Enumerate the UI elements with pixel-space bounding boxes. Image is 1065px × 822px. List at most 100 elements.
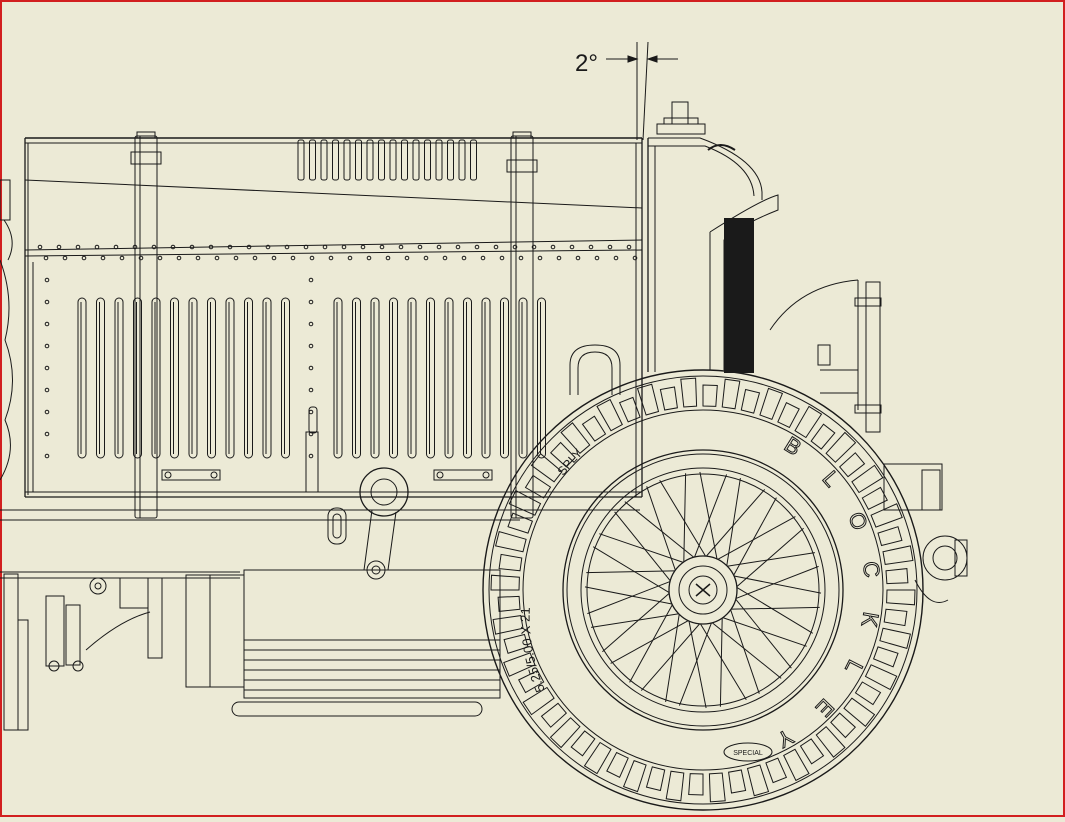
angle-dimension [606,41,678,141]
rivet [227,244,233,250]
tread-block [622,759,647,793]
rivet [461,255,467,261]
tread-block [810,423,836,450]
rivet [44,321,50,327]
rivet [308,409,314,415]
tread-block [494,530,527,553]
tread-block [728,769,747,794]
louvre [370,297,380,459]
rivet [176,255,182,261]
louvre [407,297,417,459]
spoke [732,594,792,669]
top-vent [355,139,362,181]
rivet [37,244,43,250]
louvre [114,297,124,459]
spoke [591,612,684,628]
top-vent [424,139,431,181]
top-vent [470,139,477,181]
rivet [366,255,372,261]
tread-block [518,670,545,694]
tread-block [765,757,788,784]
spoke [624,501,699,561]
tread-block [830,712,857,739]
rivet [385,255,391,261]
spoke [678,618,714,706]
tread-block [702,384,718,407]
rivet [170,244,176,250]
spoke [707,619,782,679]
rivet [417,244,423,250]
rivet [309,255,315,261]
top-vent [401,139,408,181]
rivet [379,244,385,250]
radiator-bracket [569,344,621,395]
front-wing [769,279,882,433]
rivet [44,277,50,283]
rivet [328,255,334,261]
dumb-iron [883,463,968,603]
spoke [592,546,674,596]
rivet [44,431,50,437]
tyre-brand-letter: O [843,508,873,534]
louvre [244,297,253,459]
tread-block [549,717,581,749]
tyre-outer [482,369,924,811]
rivet [44,365,50,371]
tread-block [872,646,899,668]
rivet [360,244,366,250]
tread-block [497,595,521,612]
rivet [632,255,638,261]
rivet [436,244,442,250]
rivet [290,255,296,261]
rivet [119,255,125,261]
rivet [100,255,106,261]
spoke [697,619,747,701]
louvre [225,297,235,459]
rivet [308,321,314,327]
rivet [44,453,50,459]
tread-block [721,378,741,410]
top-vent [332,139,339,181]
tread-block [645,766,666,792]
tyre-ply-path: SPLY [555,446,586,478]
tread-block [746,764,770,797]
tread-block [783,748,810,782]
rivet [308,365,314,371]
tread-block [870,503,903,528]
spoke [584,586,678,606]
tread-block [659,386,678,411]
tread-block [815,726,846,758]
rivet [195,255,201,261]
tread-block [549,441,576,468]
spoke [614,511,674,586]
rivet [138,255,144,261]
rivet [44,299,50,305]
tread-block [492,615,524,635]
bonnet-strap-left [130,131,162,519]
tread-block [665,770,685,802]
rivet [480,255,486,261]
rivet [499,255,505,261]
tyre-size-text: 5.25/5.00 X 21 [518,607,548,695]
top-vent [378,139,385,181]
spoke [699,471,719,565]
tread-block [618,396,641,423]
tread-block [794,405,823,439]
spoke [702,489,766,561]
tread-block [498,553,523,572]
top-vent [458,139,466,181]
bonnet-strap-right [506,131,538,519]
tyre-brand-letter: L [840,656,868,678]
louvre [77,297,87,459]
front-wheel [482,369,924,811]
tread-block [886,589,916,606]
radiator-core [724,218,754,373]
spoke [687,615,707,709]
tyre-brand-letter: Y [772,724,797,753]
tread-block [877,526,903,547]
spoke [629,600,676,683]
rivet [322,244,328,250]
rivet [271,255,277,261]
